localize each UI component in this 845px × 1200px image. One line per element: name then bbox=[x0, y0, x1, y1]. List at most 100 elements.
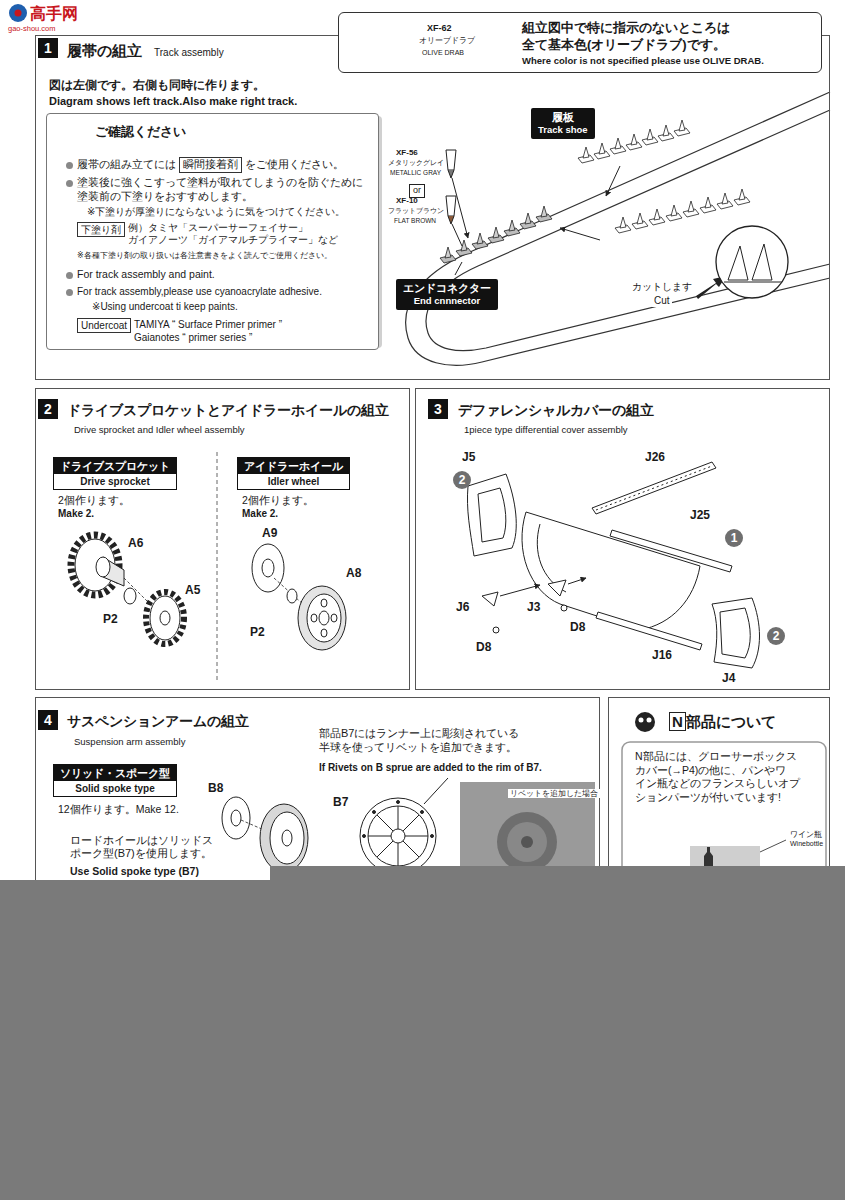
text-line: ションパーツが付いています! bbox=[635, 791, 800, 805]
part-number: J6 bbox=[456, 600, 469, 614]
leader-lines bbox=[452, 166, 620, 275]
step-subtitle: Track assembly bbox=[154, 46, 224, 59]
step-subtitle: Drive sprocket and Idler wheel assembly bbox=[74, 424, 245, 436]
sprocket-drawing bbox=[71, 535, 184, 644]
quantity-note: 2個作ります。 bbox=[58, 494, 130, 507]
box-title: Drive sprocket bbox=[54, 474, 176, 489]
part-name: Winebottle bbox=[790, 840, 823, 848]
part-name: ワイン瓶 bbox=[790, 830, 822, 839]
step-subtitle: 1piece type differential cover assembly bbox=[464, 424, 628, 436]
note-text: 例）タミヤ「スーパーサーフェイサー」 ガイアノーツ「ガイアマルチプライマー」など bbox=[128, 222, 338, 247]
note-text: 部品B7にはランナー上に彫刻されている 半球を使ってリベットを追加できます。 bbox=[319, 726, 519, 755]
part-callout: エンドコネクターEnd cnnnector bbox=[396, 279, 498, 310]
note-text: Use Solid spoke type (B7) bbox=[70, 865, 199, 878]
note-text: ※各種下塗り剤の取り扱いは各注意書きをよく読んでご使用ください。 bbox=[77, 251, 332, 261]
paint-name: オリーブドラブ bbox=[419, 36, 475, 46]
callout-text: End cnnnector bbox=[403, 295, 491, 307]
step-number: 3 bbox=[428, 399, 448, 419]
step-panel: 2ドライブスプロケットとアイドラーホイールの組立Drive sprocket a… bbox=[35, 388, 410, 690]
text-line: 部品B7にはランナー上に彫刻されている bbox=[319, 726, 519, 740]
callout-text: Track shoe bbox=[538, 124, 588, 136]
paint-name: METALLIC GRAY bbox=[390, 169, 441, 177]
callout-text: 履板 bbox=[538, 110, 588, 124]
step-number: 4 bbox=[38, 710, 58, 730]
text-line: ガイアノーツ「ガイアマルチプライマー」など bbox=[128, 234, 338, 246]
part-number: J3 bbox=[527, 600, 540, 614]
grey-cover bbox=[0, 880, 845, 1200]
text-line: イン瓶などのフランスらしいオプ bbox=[635, 777, 800, 791]
text-line: 組立図中で特に指示のないところは bbox=[522, 20, 730, 37]
track-drawing bbox=[406, 92, 830, 365]
text-line: N部品には、グローサーボックス bbox=[635, 750, 800, 764]
box-title: Idler wheel bbox=[238, 474, 349, 489]
paint-code: XF-10 bbox=[396, 196, 418, 206]
part-number: A8 bbox=[346, 566, 361, 580]
step-subtitle: Suspension arm assembly bbox=[74, 736, 185, 748]
note-text: ※下塗りが厚塗りにならないように気をつけてください。 bbox=[87, 205, 345, 218]
quantity-note: Make 2. bbox=[242, 508, 278, 520]
subassembly-box: ドライブスプロケットDrive sprocket bbox=[53, 457, 177, 490]
road-wheel-drawing bbox=[222, 778, 448, 874]
boxed-term: 下塗り剤 bbox=[77, 222, 125, 237]
instruction-text: Cut bbox=[652, 295, 672, 307]
part-number: B7 bbox=[333, 795, 348, 809]
text-line: ポーク型(B7)を使用します。 bbox=[70, 847, 213, 860]
text-line: 塗装後に強くこすって塗料が取れてしまうのを防ぐために bbox=[77, 176, 363, 190]
panel-title: N部品について bbox=[669, 712, 776, 732]
note-text: For track assembly,please use cyanoacryl… bbox=[77, 285, 322, 298]
note-text: をご使用ください。 bbox=[245, 158, 344, 172]
note-text: 塗装後に強くこすって塗料が取れてしまうのを防ぐために 塗装前の下塗りをおすすめし… bbox=[77, 176, 363, 203]
text-line: 半球を使ってリベットを追加できます。 bbox=[319, 740, 519, 754]
part-number: D8 bbox=[570, 620, 585, 634]
part-number: A9 bbox=[262, 526, 277, 540]
info-panel: N部品について N部品には、グローサーボックス カバー(→P4)の他に、パンやワ … bbox=[608, 697, 830, 897]
boxed-term: Undercoat bbox=[77, 318, 131, 333]
note-text: ロードホイールはソリッドス ポーク型(B7)を使用します。 bbox=[70, 834, 213, 860]
text-line: 塗装前の下塗りをおすすめします。 bbox=[77, 190, 363, 204]
order-circle: 1 bbox=[725, 529, 743, 547]
cut-detail bbox=[696, 226, 788, 299]
box-title: ドライブスプロケット bbox=[54, 458, 176, 474]
callout-number: 1 bbox=[725, 529, 743, 547]
subassembly-box: ソリッド・スポーク型Solid spoke type bbox=[53, 764, 177, 797]
text-line: 例）タミヤ「スーパーサーフェイサー」 bbox=[128, 222, 338, 234]
part-number: J5 bbox=[462, 450, 475, 464]
note-text: Where color is not specified please use … bbox=[522, 55, 764, 67]
text-line: ロードホイールはソリッドス bbox=[70, 834, 213, 847]
paint-name: FLAT BROWN bbox=[394, 217, 436, 225]
part-number: J25 bbox=[690, 508, 710, 522]
paint-name: OLIVE DRAB bbox=[422, 48, 464, 57]
idler-drawing bbox=[252, 544, 346, 650]
quantity-note: 12個作ります。Make 12. bbox=[58, 803, 179, 816]
paint-brush-icons bbox=[446, 150, 456, 224]
instruction-text: カットします bbox=[630, 281, 694, 293]
step-title: 履帯の組立 bbox=[67, 41, 142, 61]
part-number: J4 bbox=[722, 671, 735, 685]
text-line: カバー(→P4)の他に、パンやワ bbox=[635, 764, 800, 778]
step-number: 2 bbox=[38, 399, 58, 419]
note-text: N部品には、グローサーボックス カバー(→P4)の他に、パンやワ イン瓶などのフ… bbox=[635, 750, 800, 805]
or-text: or bbox=[413, 185, 421, 197]
color-note-box: XF-62オリーブドラブOLIVE DRAB組立図中で特に指示のないところは 全… bbox=[338, 12, 822, 73]
note-text: 組立図中で特に指示のないところは 全て基本色(オリーブドラブ)です。 bbox=[522, 20, 730, 54]
watermark: gao-shou.com bbox=[8, 24, 56, 33]
step-title: デファレンシャルカバーの組立 bbox=[458, 401, 654, 419]
n-parts-drawing bbox=[622, 712, 826, 892]
divider bbox=[217, 452, 218, 682]
note-text: 履帯の組み立てには bbox=[77, 158, 176, 172]
quantity-note: 2個作ります。 bbox=[242, 494, 314, 507]
note-text: TAMIYA “ Surface Primer primer ” Gaianot… bbox=[134, 318, 282, 344]
order-circle: 2 bbox=[453, 471, 471, 489]
text-line: 全て基本色(オリーブドラブ)です。 bbox=[522, 37, 730, 54]
paint-name: フラットブラウン bbox=[388, 207, 444, 215]
part-number: P2 bbox=[250, 625, 265, 639]
part-number: P2 bbox=[103, 612, 118, 626]
watermark-logo bbox=[9, 4, 27, 22]
watermark: 高手网 bbox=[30, 4, 78, 23]
or-box: or bbox=[409, 184, 425, 198]
subassembly-box: アイドラーホイールIdler wheel bbox=[237, 457, 350, 490]
box-title: ソリッド・スポーク型 bbox=[54, 765, 176, 781]
text-line: TAMIYA “ Surface Primer primer ” bbox=[134, 318, 282, 331]
boxed-term: 瞬間接着剤 bbox=[179, 157, 242, 173]
